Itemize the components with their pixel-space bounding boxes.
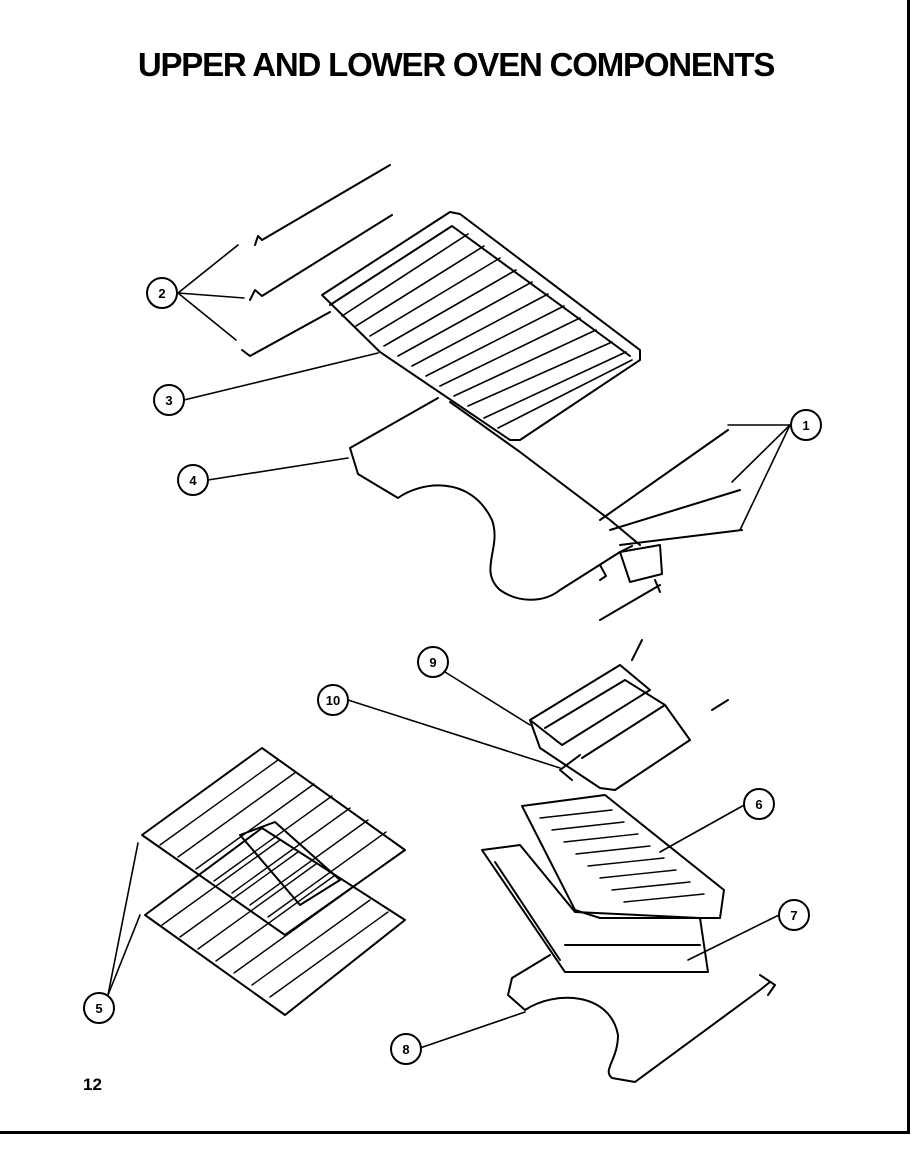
svg-text:9: 9 xyxy=(429,655,436,670)
svg-text:6: 6 xyxy=(755,797,762,812)
callout-7: 7 xyxy=(778,899,810,931)
part-broil-pan-and-element xyxy=(481,794,776,1083)
part-upper-oven-rack xyxy=(321,211,641,441)
callout-4: 4 xyxy=(177,464,209,496)
callout-3: 3 xyxy=(153,384,185,416)
callout-8: 8 xyxy=(390,1033,422,1065)
part-oven-racks-lower xyxy=(141,747,406,1016)
callouts: 2 3 4 1 9 10 6 7 5 8 xyxy=(83,277,822,1065)
page-title: UPPER AND LOWER OVEN COMPONENTS xyxy=(137,46,775,83)
callout-10: 10 xyxy=(317,684,349,716)
svg-text:4: 4 xyxy=(189,473,197,488)
callout-6: 6 xyxy=(743,788,775,820)
svg-text:5: 5 xyxy=(95,1001,102,1016)
callout-1: 1 xyxy=(790,409,822,441)
svg-text:1: 1 xyxy=(802,418,809,433)
svg-text:2: 2 xyxy=(158,286,165,301)
leader-lines xyxy=(107,244,791,1049)
svg-text:10: 10 xyxy=(326,693,340,708)
callout-9: 9 xyxy=(417,646,449,678)
part-broil-element xyxy=(529,639,729,791)
svg-text:7: 7 xyxy=(790,908,797,923)
part-rack-supports-lower xyxy=(599,429,743,546)
page-number: 12 xyxy=(83,1075,102,1094)
part-bake-element-upper xyxy=(349,397,663,621)
part-rack-supports-upper xyxy=(241,164,393,357)
svg-text:8: 8 xyxy=(402,1042,409,1057)
callout-2: 2 xyxy=(146,277,178,309)
svg-text:3: 3 xyxy=(165,393,172,408)
callout-5: 5 xyxy=(83,992,115,1024)
